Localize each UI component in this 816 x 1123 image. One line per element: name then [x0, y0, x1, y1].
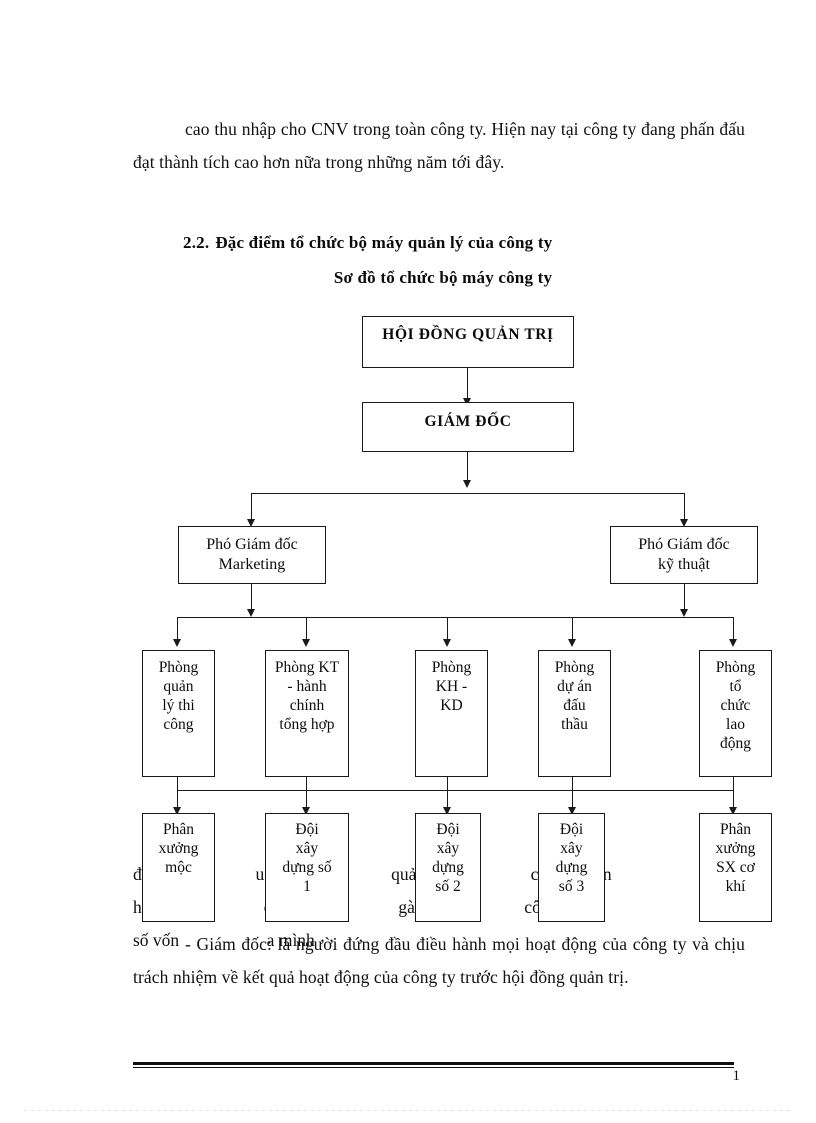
- org-node-doi-xay-dung-so-1[interactable]: Đội xây dựng số 1: [265, 813, 349, 922]
- org-node-phong-quan-ly-thi-cong[interactable]: Phòng quản lý thi công: [142, 650, 215, 777]
- org-node-hoi-dong-quan-tri[interactable]: HỘI ĐỒNG QUẢN TRỊ: [362, 316, 574, 368]
- arrowhead-dept-2: [302, 639, 310, 647]
- org-node-label: Đội xây dựng số 2: [432, 821, 464, 895]
- connector-bus-to-dept-2: [306, 617, 308, 643]
- org-node-giam-doc[interactable]: GIÁM ĐỐC: [362, 402, 574, 452]
- connector-bus-to-team-2: [306, 790, 308, 811]
- org-node-label: Đội xây dựng số 3: [555, 821, 588, 895]
- diagram-heading: Sơ đồ tổ chức bộ máy công ty: [333, 268, 553, 287]
- connector-bus-to-team-3: [447, 790, 449, 811]
- connector-bus-departments: [177, 617, 733, 619]
- org-node-phan-xuong-sx-co-khi[interactable]: Phân xưởng SX cơ khí: [699, 813, 772, 922]
- arrowhead-deputy-left-stem: [247, 609, 255, 617]
- org-node-phong-to-chuc-lao-dong[interactable]: Phòng tổ chức lao động: [699, 650, 772, 777]
- arrowhead-deputy-right-stem: [680, 609, 688, 617]
- section-heading: 2.2. Đặc điểm tổ chức bộ máy quản lý của …: [183, 233, 703, 253]
- connector-dept-3-stem: [447, 777, 449, 790]
- org-node-phong-kt-hanh-chinh-tong-hop[interactable]: Phòng KT - hành chính tổng hợp: [265, 650, 349, 777]
- arrowhead-team-1: [173, 807, 181, 815]
- connector-bus-to-team-5: [733, 790, 735, 811]
- connector-deputy-right-stem: [684, 584, 686, 614]
- connector-bus-deputies: [251, 493, 685, 495]
- page-number: 1: [732, 1068, 741, 1084]
- connector-bus-to-deputy-right: [684, 493, 686, 523]
- connector-board-to-director: [467, 368, 469, 400]
- arrowhead-dept-5: [729, 639, 737, 647]
- arrowhead-team-5: [729, 807, 737, 815]
- arrowhead-dept-4: [568, 639, 576, 647]
- org-node-label: Phòng KH - KD: [431, 659, 472, 714]
- connector-dept-5-stem: [733, 777, 735, 790]
- org-node-label: Phòng KT - hành chính tổng hợp: [274, 659, 340, 733]
- org-node-label: Phó Giám đốc kỹ thuật: [638, 536, 730, 573]
- org-node-label: Phân xưởng mộc: [158, 821, 199, 876]
- connector-bus-to-dept-5: [733, 617, 735, 643]
- arrowhead-deputy-left: [247, 519, 255, 527]
- org-node-label: Phòng tổ chức lao động: [715, 659, 756, 752]
- org-node-label: Phó Giám đốc Marketing: [206, 536, 298, 573]
- connector-bus-to-deputy-left: [251, 493, 253, 523]
- connector-dept-4-stem: [572, 777, 574, 790]
- connector-dept-1-stem: [177, 777, 179, 790]
- arrowhead-dept-3: [443, 639, 451, 647]
- connector-dept-2-stem: [306, 777, 308, 790]
- section-number: 2.2.: [183, 233, 210, 252]
- connector-bus-to-dept-4: [572, 617, 574, 643]
- intro-paragraph: cao thu nhập cho CNV trong toàn công ty.…: [133, 113, 745, 179]
- director-description-paragraph: - Giám đốc: là người đứng đầu điều hành …: [133, 928, 745, 994]
- org-node-label: GIÁM ĐỐC: [424, 413, 512, 430]
- org-node-doi-xay-dung-so-2[interactable]: Đội xây dựng số 2: [415, 813, 481, 922]
- org-node-phong-du-an-dau-thau[interactable]: Phòng dự án đấu thầu: [538, 650, 611, 777]
- footer-rule-top: [133, 1062, 734, 1065]
- org-node-label: Đội xây dựng số 1: [282, 821, 332, 895]
- arrowhead-director-stem: [463, 480, 471, 488]
- arrowhead-team-2: [302, 807, 310, 815]
- connector-bus-to-team-4: [572, 790, 574, 811]
- org-node-label: HỘI ĐỒNG QUẢN TRỊ: [382, 326, 554, 343]
- arrowhead-team-4: [568, 807, 576, 815]
- connector-bus-to-dept-1: [177, 617, 179, 643]
- connector-director-stem: [467, 452, 469, 484]
- director-paragraph-text: - Giám đốc: là người đứng đầu điều hành …: [133, 934, 745, 987]
- org-node-doi-xay-dung-so-3[interactable]: Đội xây dựng số 3: [538, 813, 605, 922]
- obscured-text-line-3: số vốn a mình: [133, 930, 315, 950]
- org-node-pho-giam-doc-ky-thuat[interactable]: Phó Giám đốc kỹ thuật: [610, 526, 758, 584]
- connector-deputy-left-stem: [251, 584, 253, 614]
- org-node-label: Phòng dự án đấu thầu: [554, 659, 595, 733]
- org-node-phan-xuong-moc[interactable]: Phân xưởng mộc: [142, 813, 215, 922]
- connector-bus-to-dept-3: [447, 617, 449, 643]
- org-chart: HỘI ĐỒNG QUẢN TRỊ GIÁM ĐỐC Phó Giám đốc …: [0, 300, 816, 930]
- arrowhead-team-3: [443, 807, 451, 815]
- section-heading-text: Đặc điểm tổ chức bộ máy quản lý của công…: [215, 233, 553, 252]
- scan-edge-artifact: [24, 1110, 794, 1111]
- org-node-pho-giam-doc-marketing[interactable]: Phó Giám đốc Marketing: [178, 526, 326, 584]
- org-node-label: Phòng quản lý thi công: [158, 659, 199, 733]
- connector-bus-to-team-1: [177, 790, 179, 811]
- connector-bus-teams: [177, 790, 733, 792]
- org-node-label: Phân xưởng SX cơ khí: [715, 821, 756, 895]
- org-node-phong-kh-kd[interactable]: Phòng KH - KD: [415, 650, 488, 777]
- footer-rule-bottom: [133, 1067, 734, 1068]
- intro-paragraph-text: cao thu nhập cho CNV trong toàn công ty.…: [133, 119, 745, 172]
- arrowhead-dept-1: [173, 639, 181, 647]
- arrowhead-deputy-right: [680, 519, 688, 527]
